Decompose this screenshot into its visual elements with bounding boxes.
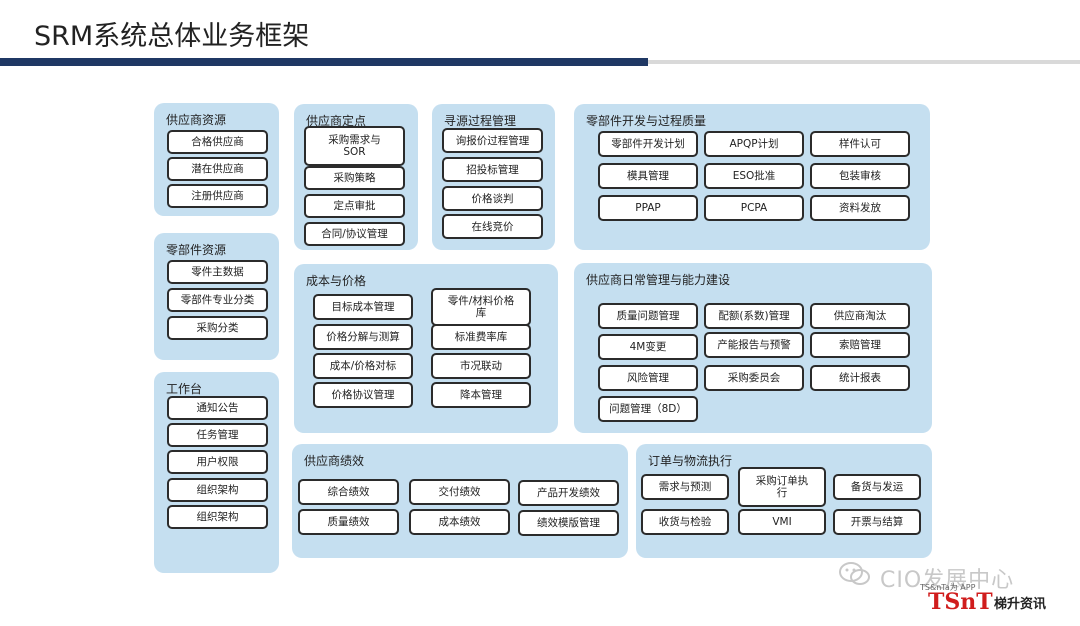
module-box[interactable]: 风险管理 [598, 365, 698, 391]
module-box[interactable]: APQP计划 [704, 131, 804, 157]
panel-cost-price: 成本与价格 目标成本管理 价格分解与测算 成本/价格对标 价格协议管理 零件/材… [294, 264, 558, 433]
module-box[interactable]: 备货与发运 [833, 474, 921, 500]
module-box[interactable]: 绩效模版管理 [518, 510, 619, 536]
module-box[interactable]: 招投标管理 [442, 157, 543, 182]
module-box[interactable]: 质量绩效 [298, 509, 399, 535]
module-box[interactable]: 价格谈判 [442, 186, 543, 211]
module-box[interactable]: 收货与检验 [641, 509, 729, 535]
module-box[interactable]: 质量问题管理 [598, 303, 698, 329]
title-divider [648, 60, 1080, 64]
module-box[interactable]: 采购订单执行 [738, 467, 826, 507]
panel-title: 订单与物流执行 [648, 454, 733, 468]
panel-title: 供应商定点 [306, 114, 367, 128]
module-box[interactable]: 潜在供应商 [167, 157, 268, 181]
panel-title: 成本与价格 [306, 274, 367, 288]
panel-order-logistics: 订单与物流执行 需求与预测 采购订单执行 备货与发运 收货与检验 VMI 开票与… [636, 444, 932, 558]
module-box[interactable]: 零件/材料价格库 [431, 288, 531, 326]
module-box[interactable]: 交付绩效 [409, 479, 510, 505]
panel-workbench: 工作台 通知公告 任务管理 用户权限 组织架构 组织架构 [154, 372, 279, 573]
panel-supplier-daily: 供应商日常管理与能力建设 质量问题管理 配额(系数)管理 供应商淘汰 4M变更 … [574, 263, 932, 433]
module-box[interactable]: 组织架构 [167, 505, 268, 529]
module-box[interactable]: 成本绩效 [409, 509, 510, 535]
panel-title: 供应商绩效 [304, 454, 365, 468]
module-box[interactable]: 零部件专业分类 [167, 288, 268, 312]
module-box[interactable]: 合同/协议管理 [304, 222, 405, 246]
module-box[interactable]: 合格供应商 [167, 130, 268, 154]
module-box[interactable]: ESO批准 [704, 163, 804, 189]
module-box[interactable]: 零部件开发计划 [598, 131, 698, 157]
panel-supplier-selection: 供应商定点 采购需求与SOR 采购策略 定点审批 合同/协议管理 [294, 104, 418, 250]
panel-sourcing: 寻源过程管理 询报价过程管理 招投标管理 价格谈判 在线竞价 [432, 104, 555, 250]
module-box[interactable]: 在线竞价 [442, 214, 543, 239]
module-box[interactable]: 包装审核 [810, 163, 910, 189]
panel-title: 寻源过程管理 [444, 114, 517, 128]
panel-supplier-performance: 供应商绩效 综合绩效 交付绩效 产品开发绩效 质量绩效 成本绩效 绩效模版管理 [292, 444, 628, 558]
watermark-text: CIO发展中心 [880, 568, 1015, 593]
panel-title: 零部件资源 [166, 243, 227, 257]
panel-title: 工作台 [166, 382, 203, 396]
module-box[interactable]: 模具管理 [598, 163, 698, 189]
module-box[interactable]: 标准费率库 [431, 324, 531, 350]
brand-logo: TSnT [928, 589, 993, 615]
module-box[interactable]: 任务管理 [167, 423, 268, 447]
module-box[interactable]: 降本管理 [431, 382, 531, 408]
watermark-small-text: TS&nTa为 APP [920, 583, 976, 592]
module-box[interactable]: 注册供应商 [167, 184, 268, 208]
module-box[interactable]: 产能报告与预警 [704, 332, 804, 358]
panel-parts-resources: 零部件资源 零件主数据 零部件专业分类 采购分类 [154, 233, 279, 360]
panel-supplier-resources: 供应商资源 合格供应商 潜在供应商 注册供应商 [154, 103, 279, 216]
module-box[interactable]: 定点审批 [304, 194, 405, 218]
module-box[interactable]: 开票与结算 [833, 509, 921, 535]
module-box[interactable]: 配额(系数)管理 [704, 303, 804, 329]
module-box[interactable]: VMI [738, 509, 826, 535]
module-box[interactable]: PCPA [704, 195, 804, 221]
module-box[interactable]: 用户权限 [167, 450, 268, 474]
module-box[interactable]: 采购策略 [304, 166, 405, 190]
module-box[interactable]: 4M变更 [598, 334, 698, 360]
module-box[interactable]: 采购分类 [167, 316, 268, 340]
module-box[interactable]: 采购需求与SOR [304, 126, 405, 166]
module-box[interactable]: 价格协议管理 [313, 382, 413, 408]
wechat-icon [839, 562, 870, 585]
module-box[interactable]: 索赔管理 [810, 332, 910, 358]
module-box[interactable]: 样件认可 [810, 131, 910, 157]
module-box[interactable]: 需求与预测 [641, 474, 729, 500]
module-box[interactable]: 组织架构 [167, 478, 268, 502]
module-box[interactable]: 供应商淘汰 [810, 303, 910, 329]
module-box[interactable]: 成本/价格对标 [313, 353, 413, 379]
module-box[interactable]: 问题管理（8D） [598, 396, 698, 422]
module-box[interactable]: 价格分解与测算 [313, 324, 413, 350]
module-box[interactable]: 通知公告 [167, 396, 268, 420]
module-box[interactable]: 资料发放 [810, 195, 910, 221]
panel-title: 供应商资源 [166, 113, 227, 127]
title-accent-bar [0, 58, 648, 66]
module-box[interactable]: 产品开发绩效 [518, 480, 619, 506]
module-box[interactable]: 统计报表 [810, 365, 910, 391]
module-box[interactable]: 零件主数据 [167, 260, 268, 284]
brand-name: 梯升资讯 [994, 597, 1047, 612]
module-box[interactable]: 采购委员会 [704, 365, 804, 391]
module-box[interactable]: 询报价过程管理 [442, 128, 543, 153]
module-box[interactable]: 市况联动 [431, 353, 531, 379]
module-box[interactable]: 目标成本管理 [313, 294, 413, 320]
panel-title: 供应商日常管理与能力建设 [586, 273, 731, 287]
page-title: SRM系统总体业务框架 [34, 21, 310, 52]
module-box[interactable]: 综合绩效 [298, 479, 399, 505]
module-box[interactable]: PPAP [598, 195, 698, 221]
panel-title: 零部件开发与过程质量 [586, 114, 707, 128]
panel-part-development: 零部件开发与过程质量 零部件开发计划 APQP计划 样件认可 模具管理 ESO批… [574, 104, 930, 250]
